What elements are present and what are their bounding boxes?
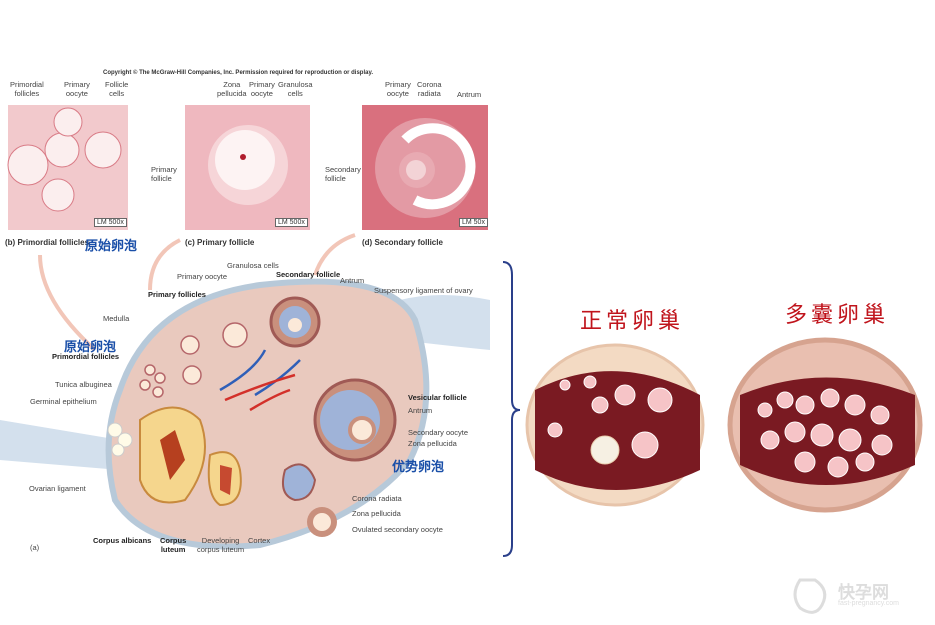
label-primary-follicle: Primary follicle [151,165,177,183]
label-medulla: Medulla [103,314,130,323]
label-corona-radiata: Corona radiata [352,494,402,503]
label-panel-a: (a) [30,543,40,552]
scale-c: LM 500x [275,218,308,227]
copyright: Copyright © The McGraw-Hill Companies, I… [103,70,374,76]
label-zona-pellucida: Zona pellucida [217,80,247,98]
label-primary-oocyte-d: Primary oocyte [385,80,411,98]
caption-d: (d) Secondary follicle [362,238,443,247]
label-ovulated-oocyte: Ovulated secondary oocyte [352,525,443,534]
label-primary-oocyte-a: Primary oocyte [177,272,228,281]
label-secondary-follicle: Secondary follicle [276,270,341,279]
bracket [502,261,521,557]
label-primordial-cn: 原始卵泡 [64,339,117,354]
caption-b: (b) Primordial follicles [5,238,90,247]
label-primary-oocyte: Primary oocyte [64,80,90,98]
caption-c: (c) Primary follicle [185,238,255,247]
label-developing-corpus-luteum: Developing corpus luteum [197,536,245,554]
label-primary-follicles: Primary follicles [148,290,206,299]
label-dominant-cn: 优势卵泡 [392,459,445,474]
label-primary-oocyte-c: Primary oocyte [249,80,275,98]
label-granulosa-cells: Granulosa cells [227,261,279,270]
caption-b-cn: 原始卵泡 [85,238,138,253]
label-antrum-d: Antrum [457,90,482,99]
normal-ovary-title: 正常卵巢 [580,309,685,334]
label-corpus-luteum: Corpus luteum [160,536,187,554]
label-corona-radiata-d: Corona radiata [417,80,442,98]
label-ovarian-ligament: Ovarian ligament [29,484,86,493]
watermark-name: 快孕网 [838,583,889,602]
label-secondary-follicle-d: Secondary follicle [325,165,361,183]
label-secondary-oocyte: Secondary oocyte [408,428,469,437]
label-antrum: Antrum [408,406,433,415]
watermark-url: fast-pregnancy.com [838,600,899,607]
label-primordial-follicles: Primordial follicles [10,80,44,98]
watermark-logo [793,578,827,614]
label-zona-pellucida-a: Zona pellucida [408,439,457,448]
label-granulosa-cells-c: Granulosa cells [278,80,313,98]
label-cortex: Cortex [248,536,271,545]
label-germinal-epithelium: Germinal epithelium [30,397,97,406]
label-corpus-albicans: Corpus albicans [93,536,152,545]
label-antrum-top: Antrum [340,276,365,285]
scale-b: LM 500x [94,218,127,227]
label-suspensory-ligament: Suspensory ligament of ovary [374,286,473,295]
scale-d: LM 50x [459,218,488,227]
label-tunica-albuginea: Tunica albuginea [55,380,112,389]
label-follicle-cells: Follicle cells [105,80,129,98]
label-vesicular-follicle: Vesicular follicle [408,393,467,402]
label-primordial-follicles-a: Primordial follicles [52,352,120,361]
label-zona-pellucida-2: Zona pellucida [352,509,401,518]
pcos-ovary-title: 多囊卵巢 [785,303,890,328]
